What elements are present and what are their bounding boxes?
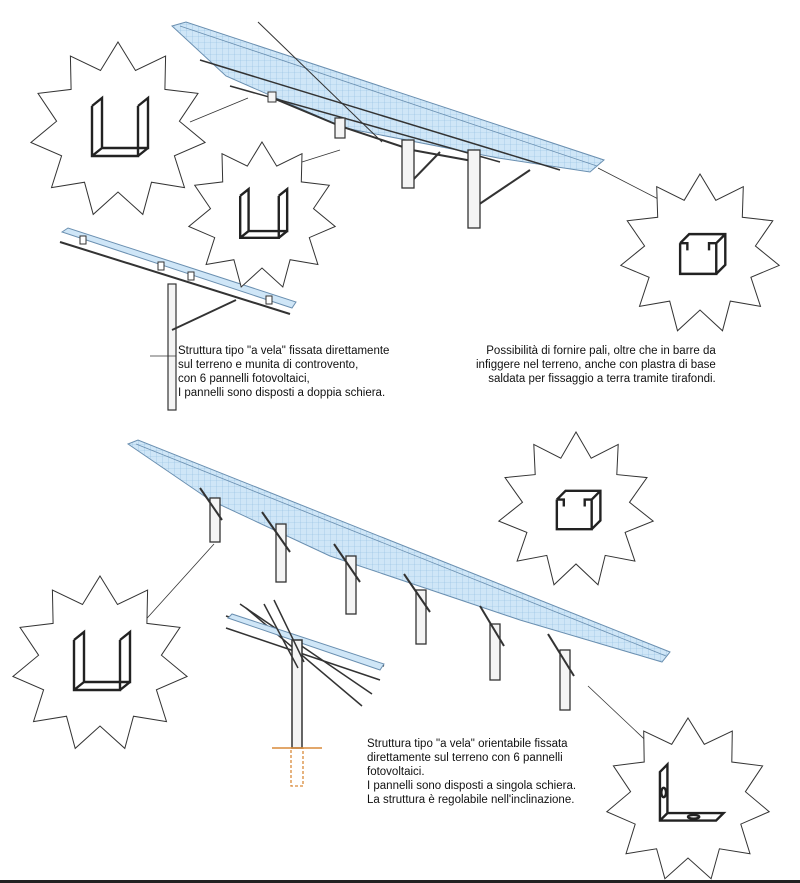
caption-line: Struttura tipo "a vela" fissata direttam… <box>178 345 390 357</box>
side-view-post <box>167 283 177 411</box>
starburst-callout <box>619 173 781 332</box>
caption-line: I pannelli sono disposti a doppia schier… <box>178 387 386 399</box>
caption-top-right: Possibilità di fornire pali, oltre che i… <box>476 344 716 386</box>
support-post <box>401 139 415 189</box>
profile-callouts <box>11 41 781 880</box>
l-bracket-profile-icon <box>658 761 727 822</box>
caption-line: saldata per fissaggio a terra tramite ti… <box>488 373 716 385</box>
caption-bottom: Struttura tipo "a vela" orientabile fiss… <box>367 737 576 807</box>
starburst-callout <box>11 575 189 750</box>
starburst-callout <box>605 717 771 880</box>
caption-line: I pannelli sono disposti a singola schie… <box>367 780 577 792</box>
caption-line: Struttura tipo "a vela" orientabile fiss… <box>367 738 568 750</box>
caption-line: sul terreno e munita di controvento, <box>178 359 359 371</box>
u-channel-profile-icon <box>72 629 132 692</box>
bottom-panel-surface <box>126 439 671 663</box>
top-panel-surface <box>171 21 605 173</box>
bottom-divider <box>0 880 800 883</box>
caption-line: Possibilità di fornire pali, oltre che i… <box>486 345 716 357</box>
caption-top-left: Struttura tipo "a vela" fissata direttam… <box>178 344 389 400</box>
support-post <box>467 149 481 229</box>
caption-line: fotovoltaici. <box>367 766 425 778</box>
caption-line: direttamente sul terreno con 6 pannelli <box>367 752 563 764</box>
c-channel-profile-icon <box>555 489 602 531</box>
caption-line: La struttura è regolabile nell'inclinazi… <box>367 794 575 806</box>
adjustable-side-view <box>225 599 385 749</box>
starburst-callout <box>187 141 337 288</box>
foundation-footing <box>272 747 322 787</box>
starburst-callout <box>497 431 655 586</box>
top-side-view <box>59 227 297 411</box>
starburst-callout <box>29 41 207 216</box>
top-array-structure <box>171 21 669 229</box>
caption-line: con 6 pannelli fotovoltaici, <box>178 373 310 385</box>
c-channel-profile-icon <box>678 232 727 276</box>
u-channel-profile-icon <box>90 95 150 158</box>
u-channel-profile-icon <box>238 186 289 240</box>
caption-line: infiggere nel terreno, anche con plastra… <box>476 359 716 371</box>
bottom-array-structure <box>126 439 671 753</box>
